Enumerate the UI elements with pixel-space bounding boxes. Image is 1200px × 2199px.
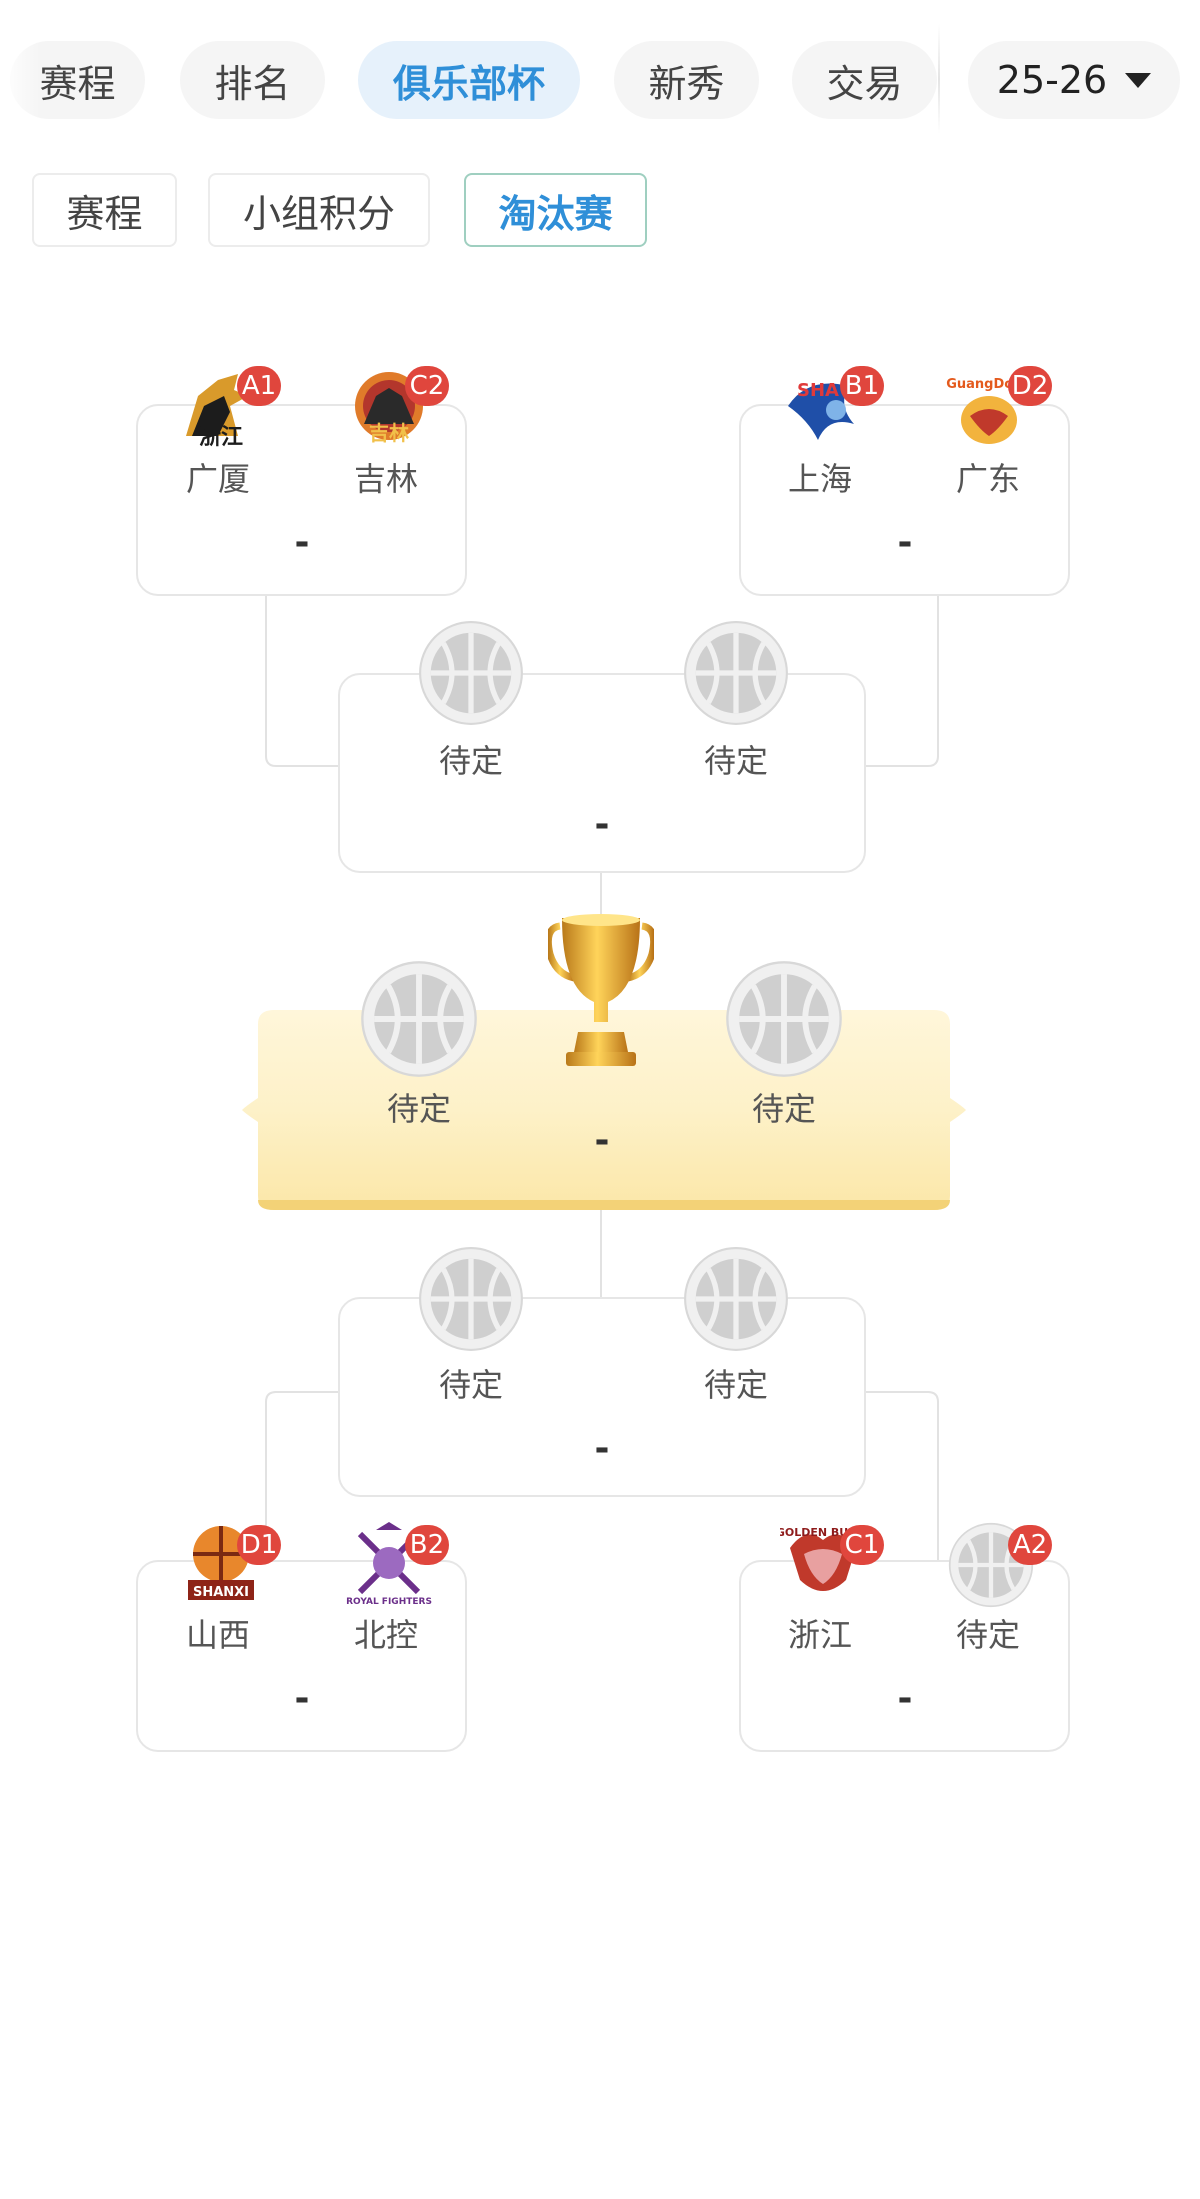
svg-text:ROYAL FIGHTERS: ROYAL FIGHTERS [346, 1597, 432, 1606]
team-name: 山西 [148, 1610, 288, 1656]
svg-text:SHA: SHA [797, 380, 839, 401]
match-score: - [572, 804, 632, 845]
svg-text:浙江: 浙江 [199, 425, 243, 450]
svg-text:吉林: 吉林 [369, 421, 409, 445]
team-name-pending: 待定 [339, 1084, 499, 1130]
match-score: - [875, 1678, 935, 1719]
basketball-icon [418, 620, 524, 726]
team-name-pending: 待定 [391, 736, 551, 782]
seed-badge: D2 [1008, 366, 1052, 406]
team-name: 上海 [750, 454, 890, 500]
basketball-icon [418, 1246, 524, 1352]
seed-badge: B1 [840, 366, 884, 406]
trophy-icon [548, 912, 654, 1072]
team-name-pending: 待定 [704, 1084, 864, 1130]
basketball-icon [725, 960, 843, 1078]
team-name: 吉林 [316, 454, 456, 500]
match-score: - [572, 1120, 632, 1161]
basketball-icon [683, 1246, 789, 1352]
seed-badge: C1 [840, 1525, 884, 1565]
match-score: - [272, 522, 332, 563]
team-name: 广厦 [148, 454, 288, 500]
team-name: 北控 [316, 1610, 456, 1656]
match-score: - [572, 1428, 632, 1469]
basketball-icon [360, 960, 478, 1078]
team-name: 待定 [918, 1610, 1058, 1656]
basketball-icon [683, 620, 789, 726]
match-score: - [272, 1678, 332, 1719]
match-score: - [875, 522, 935, 563]
team-name-pending: 待定 [656, 1360, 816, 1406]
team-name: 广东 [918, 454, 1058, 500]
seed-badge: C2 [405, 366, 449, 406]
team-name-pending: 待定 [391, 1360, 551, 1406]
seed-badge: A1 [237, 366, 281, 406]
seed-badge: B2 [405, 1525, 449, 1565]
team-name: 浙江 [750, 1610, 890, 1656]
seed-badge: A2 [1008, 1525, 1052, 1565]
seed-badge: D1 [237, 1525, 281, 1565]
svg-text:SHANXI: SHANXI [193, 1585, 249, 1600]
team-name-pending: 待定 [656, 736, 816, 782]
